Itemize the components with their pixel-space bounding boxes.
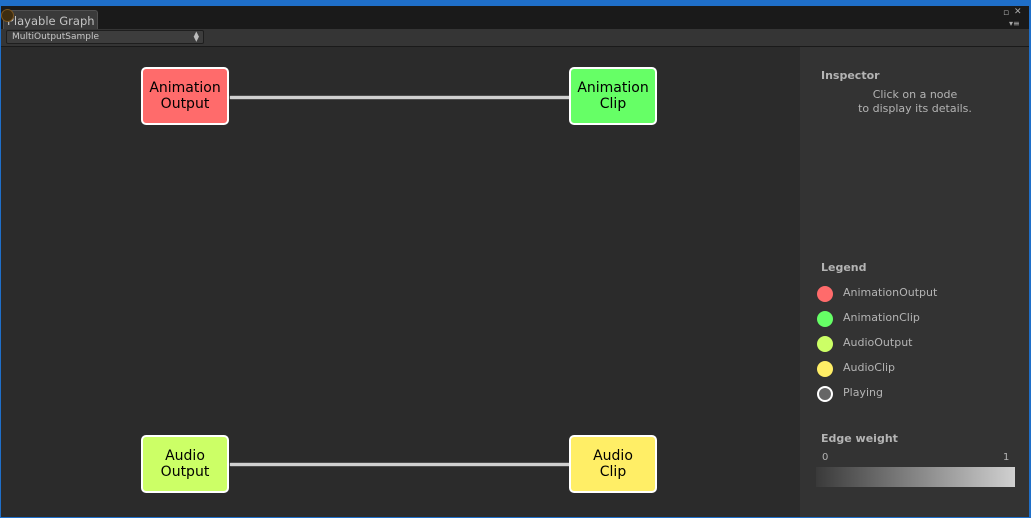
inspector-message: Click on a node to display its details.: [858, 88, 972, 115]
edge-animation: [230, 96, 571, 99]
close-icon[interactable]: ✕: [1014, 7, 1022, 17]
edge-weight-max-label: 1: [1003, 452, 1010, 463]
legend-dot-icon: [817, 386, 833, 402]
legend-dot-icon: [817, 286, 833, 302]
legend-label: AudioClip: [843, 361, 896, 374]
toolbar: MultiOutputSample ▲▼: [1, 29, 1029, 47]
legend-dot-icon: [817, 311, 833, 327]
playable-graph-window: Playable Graph ▫ ✕ ▾≡ MultiOutputSample …: [1, 6, 1029, 517]
legend-label: AnimationOutput: [843, 286, 938, 299]
maximize-icon[interactable]: ▫: [1003, 8, 1010, 18]
node-audio-output[interactable]: Audio Output: [141, 435, 229, 493]
window-titlebar: Playable Graph ▫ ✕ ▾≡: [1, 6, 1029, 30]
legend-dot-icon: [817, 361, 833, 377]
edge-weight-title: Edge weight: [821, 432, 898, 445]
node-audio-clip[interactable]: Audio Clip: [569, 435, 657, 493]
inspector-title: Inspector: [821, 69, 880, 82]
node-animation-clip[interactable]: Animation Clip: [569, 67, 657, 125]
node-label: Audio Clip: [593, 448, 633, 480]
legend-label: AnimationClip: [843, 311, 920, 324]
node-label: Animation Output: [149, 80, 221, 112]
graph-selector-value: MultiOutputSample: [12, 32, 100, 42]
edge-audio: [230, 463, 571, 466]
edge-weight-gradient: [816, 467, 1015, 487]
legend-label: AudioOutput: [843, 336, 913, 349]
legend-dot-icon: [817, 336, 833, 352]
legend-label: Playing: [843, 386, 883, 399]
sidebar-panel: Inspector Click on a node to display its…: [800, 47, 1029, 517]
legend-title: Legend: [821, 261, 867, 274]
graph-selector-dropdown[interactable]: MultiOutputSample ▲▼: [6, 30, 204, 44]
updown-arrow-icon: ▲▼: [193, 30, 199, 43]
node-animation-output[interactable]: Animation Output: [141, 67, 229, 125]
node-label: Audio Output: [160, 448, 210, 480]
window-menu-icon[interactable]: ▾≡: [1009, 19, 1020, 28]
graph-canvas[interactable]: Animation Output Animation Clip Audio Ou…: [1, 47, 800, 517]
tab-playable-graph[interactable]: Playable Graph: [3, 10, 98, 29]
tab-title: Playable Graph: [7, 14, 95, 28]
unity-logo-icon: [1, 9, 14, 22]
node-label: Animation Clip: [577, 80, 649, 112]
edge-weight-min-label: 0: [822, 452, 829, 463]
